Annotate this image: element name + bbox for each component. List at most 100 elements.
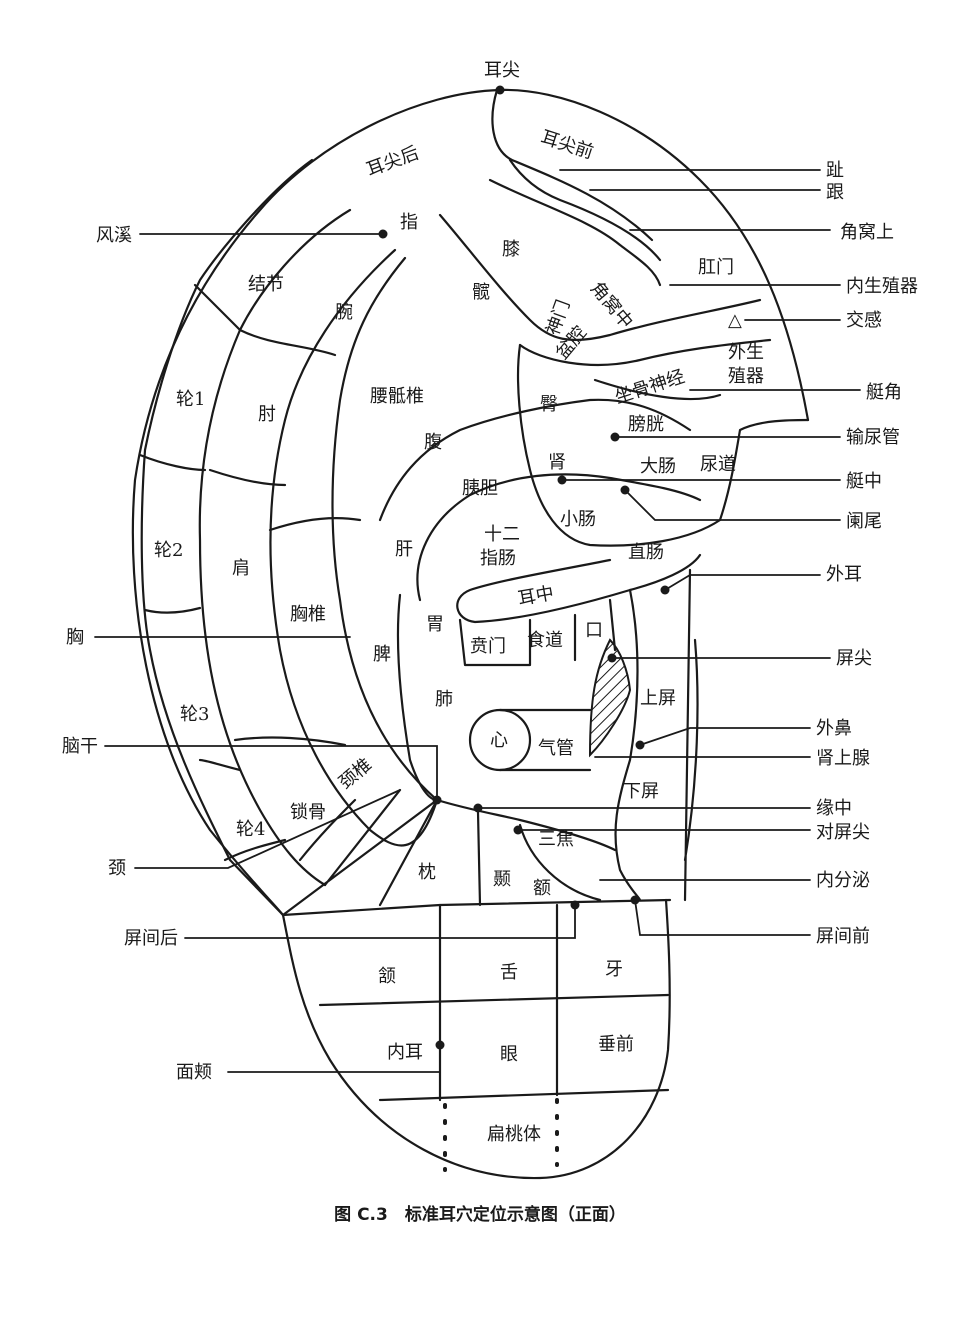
label-jian: 肩 — [232, 558, 250, 579]
label-shen: 肾 — [548, 452, 566, 473]
lobe-top — [281, 898, 672, 917]
label-shierzhichang-1: 十二 — [484, 524, 520, 545]
antihelix-inner — [331, 256, 439, 802]
label-fei: 肺 — [435, 689, 453, 710]
concha-cavum — [396, 593, 617, 802]
label-pi: 脾 — [373, 644, 391, 665]
figure-caption: 图 C.3 标准耳穴定位示意图（正面） — [334, 1205, 626, 1225]
label-erjian: 耳尖 — [484, 60, 520, 81]
callout-neifenmi: 内分泌 — [816, 870, 870, 891]
concha-cymba-outer — [516, 343, 810, 547]
callout-mianjia: 面颊 — [176, 1062, 212, 1083]
antitragus — [435, 798, 617, 907]
callout-duipingjian: 对屏尖 — [816, 822, 870, 843]
left-leaders — [94, 233, 576, 1073]
inferior-crus — [518, 338, 772, 401]
lobe-row2 — [378, 1088, 670, 1102]
tragus-edge — [683, 568, 699, 902]
callout-shuniaoguan: 输尿管 — [846, 427, 900, 448]
label-zhen: 枕 — [418, 862, 436, 883]
label-zuoguishenjing: 坐骨神经 — [612, 366, 687, 408]
helix-second-rim — [198, 208, 352, 887]
antihelix-outer — [269, 248, 439, 847]
label-zhi: 指 — [400, 212, 418, 233]
label-han: 颔 — [378, 966, 396, 987]
concha-curve-1 — [378, 398, 692, 522]
label-zhou: 肘 — [258, 404, 276, 425]
callout-xiong: 胸 — [66, 627, 84, 648]
label-jingzhui: 颈椎 — [335, 754, 376, 793]
label-kou: 口 — [585, 620, 603, 641]
occiput-lines — [281, 788, 439, 917]
callout-jiaogan: 交感 — [846, 310, 882, 331]
callout-waibi: 外鼻 — [816, 718, 852, 739]
label-dachang: 大肠 — [640, 456, 676, 477]
tragus-outer — [614, 588, 642, 902]
label-xi: 膝 — [502, 239, 520, 260]
trachea-lines — [498, 708, 592, 772]
label-erjianqian: 耳尖前 — [538, 127, 596, 164]
helix-inner-rim — [140, 88, 654, 917]
label-she: 舌 — [500, 962, 518, 983]
triangular-fossa-lower — [438, 213, 762, 342]
label-yaodizhui: 腰骶椎 — [370, 386, 424, 407]
lobe-row1 — [318, 993, 670, 1007]
callout-jiaowoshang: 角窝上 — [840, 222, 894, 243]
tragus-hatch — [588, 638, 632, 758]
right-leaders — [477, 169, 861, 936]
label-shierzhichang-2: 指肠 — [480, 548, 516, 569]
callout-pingjian: 屏尖 — [836, 648, 872, 669]
label-shangping: 上屏 — [640, 688, 676, 709]
callout-labels: 趾 跟 角窝上 内生殖器 △ 交感 艇角 输尿管 艇中 阑尾 外耳 屏尖 外鼻 … — [62, 160, 918, 1083]
label-suogu: 锁骨 — [290, 802, 326, 823]
callout-pingjianqian: 屏间前 — [816, 926, 870, 947]
label-jiejie: 结节 — [248, 274, 284, 295]
callout-neishengzhiqi: 内生殖器 — [846, 275, 918, 297]
label-waishengzhiqi-2: 殖器 — [728, 365, 764, 387]
callout-pingjianhou: 屏间后 — [124, 928, 178, 949]
label-lun3: 轮3 — [180, 704, 209, 725]
label-niaodao: 尿道 — [700, 454, 736, 475]
label-zhichang: 直肠 — [628, 542, 664, 563]
callout-naogan: 脑干 — [62, 736, 98, 757]
concha-curve-2 — [416, 473, 702, 602]
label-wan: 腕 — [335, 302, 353, 323]
label-gan: 肝 — [395, 539, 413, 560]
label-e: 额 — [533, 878, 551, 899]
label-jiaowozhong: 角窝中 — [586, 278, 637, 333]
callout-tingjiao: 艇角 — [866, 382, 902, 403]
helix-crus — [456, 553, 702, 624]
helix-dividers — [138, 283, 287, 862]
label-benmen: 贲门 — [470, 636, 506, 657]
callout-shenshangxian: 肾上腺 — [816, 748, 870, 769]
label-xiongzhui: 胸椎 — [290, 604, 326, 625]
callout-lanwei: 阑尾 — [846, 511, 882, 532]
label-lun2: 轮2 — [154, 540, 183, 561]
label-xiaochang: 小肠 — [560, 509, 596, 530]
triangular-fossa-upper — [488, 158, 662, 287]
label-fu: 腹 — [424, 432, 442, 453]
label-lun1: 轮1 — [176, 389, 205, 410]
label-chuiqian: 垂前 — [598, 1034, 634, 1055]
label-waishengzhiqi-1: 外生 — [728, 342, 764, 363]
label-pangguang: 膀胱 — [628, 414, 664, 435]
callout-jing: 颈 — [108, 858, 126, 879]
label-erjianhou: 耳尖后 — [364, 143, 422, 181]
label-yan: 眼 — [500, 1044, 518, 1065]
label-ya: 牙 — [605, 959, 623, 980]
callout-fengxi: 风溪 — [96, 225, 132, 246]
lobe-dots — [443, 1098, 559, 1172]
label-xin: 心 — [490, 730, 508, 751]
callout-yuanzhong: 缘中 — [816, 798, 852, 819]
scapha-dividers — [208, 328, 362, 862]
label-gangmen: 肛门 — [698, 257, 734, 278]
callout-waier: 外耳 — [826, 564, 862, 585]
point-dots — [378, 85, 670, 1050]
label-wei: 胃 — [426, 614, 444, 635]
label-biantaoti: 扁桃体 — [487, 1124, 541, 1145]
label-kuan: 髋 — [472, 282, 490, 303]
label-neier: 内耳 — [387, 1042, 423, 1063]
label-yidan: 胰胆 — [462, 478, 498, 499]
callout-gen: 跟 — [826, 182, 844, 203]
